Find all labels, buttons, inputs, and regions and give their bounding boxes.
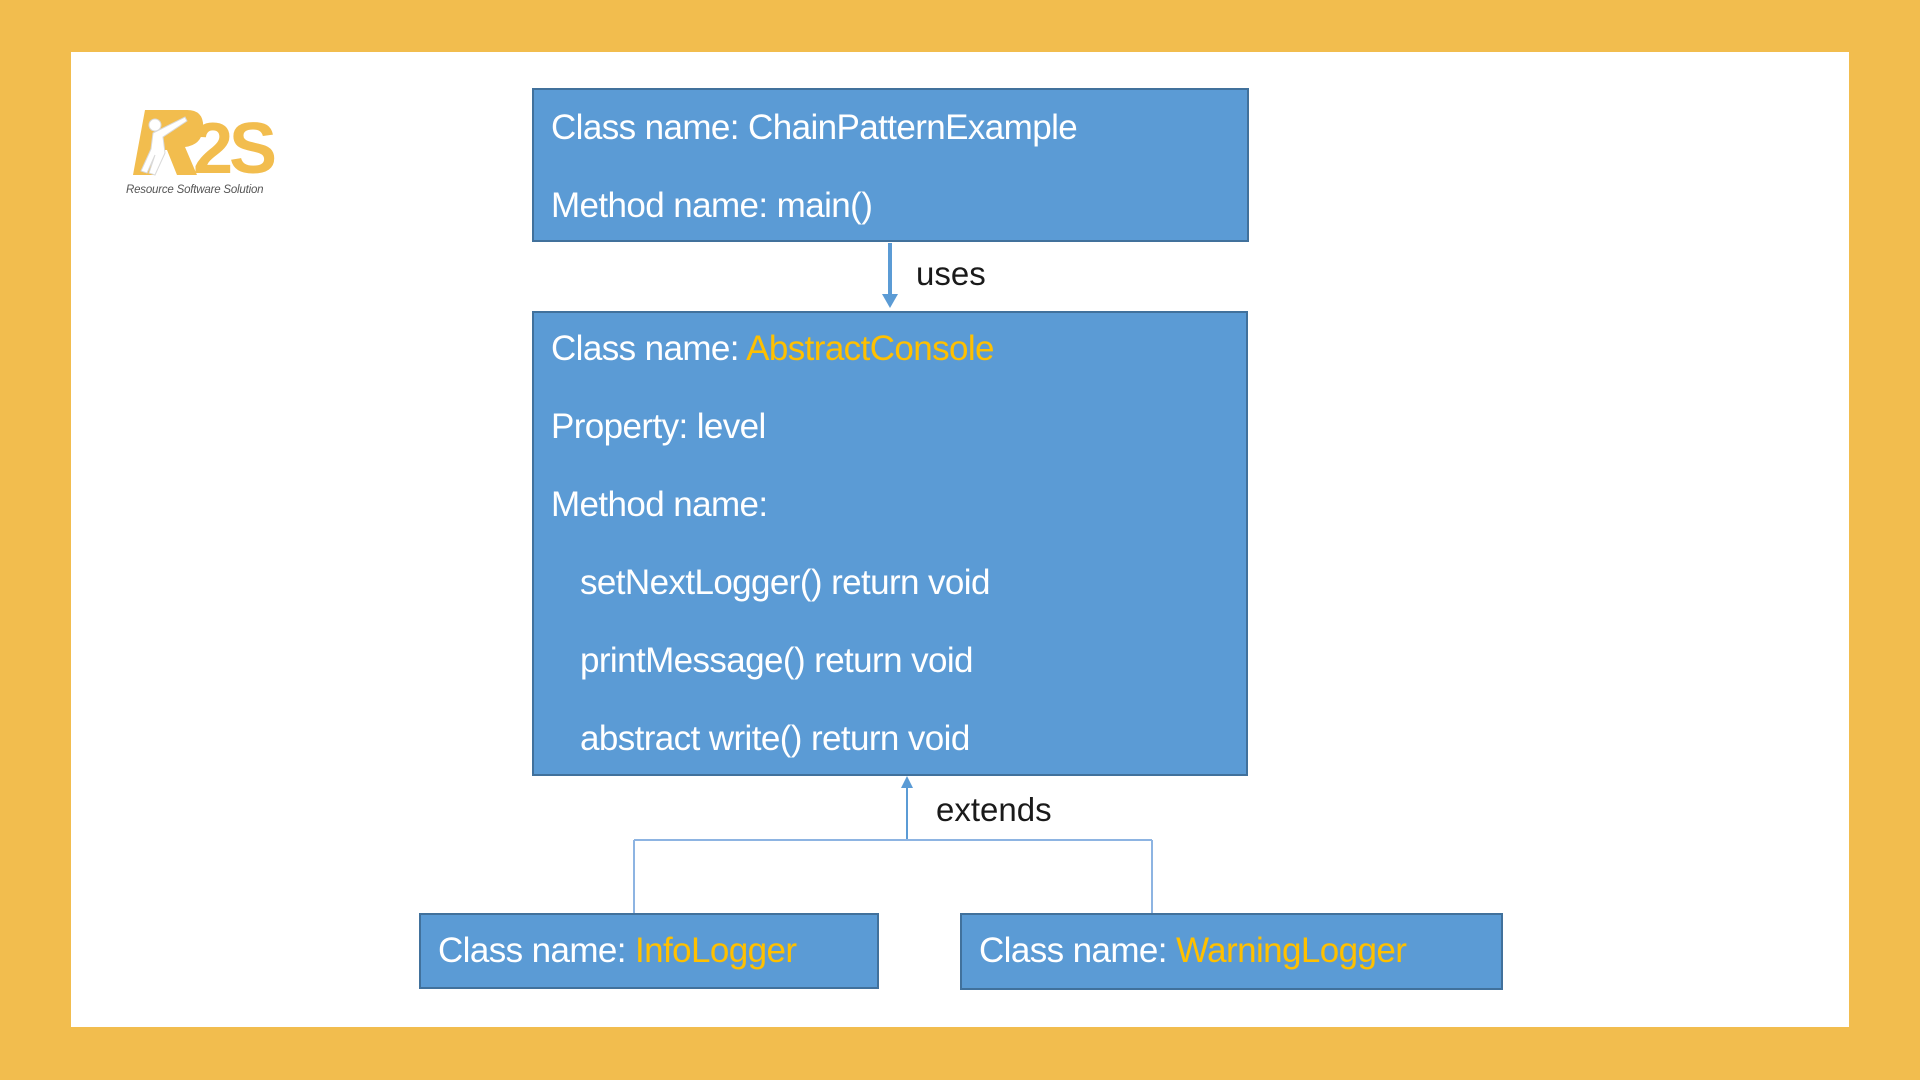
method-name: main() [776,186,873,225]
client-class-line: Class name: ChainPatternExample [551,108,1078,148]
warning-logger-class-line: Class name: WarningLogger [979,931,1407,971]
class-box-warning-logger: Class name: WarningLogger [960,913,1503,990]
class-box-info-logger: Class name: InfoLogger [419,913,879,989]
class-box-abstract-console: Class name: AbstractConsole Property: le… [532,311,1248,776]
method-item: printMessage() return void [580,641,974,680]
method-header: Method name: [551,485,768,524]
logo-tagline: Resource Software Solution [126,184,264,196]
info-logger-class-line: Class name: InfoLogger [438,931,797,971]
svg-text:2S: 2S [193,109,275,189]
abstract-class-line: Class name: AbstractConsole [551,329,995,369]
class-label: Class name: [551,108,749,147]
class-label: Class name: [551,329,747,368]
class-box-chain-pattern-example: Class name: ChainPatternExample Method n… [532,88,1249,242]
r2s-logo-icon: 2S [133,109,275,189]
class-name: InfoLogger [635,931,797,970]
uses-label: uses [916,255,986,292]
method-item: abstract write() return void [580,719,970,758]
class-label: Class name: [438,931,636,970]
method-label: Method name: [551,186,777,225]
property-line: Property: level [551,407,766,446]
class-label: Class name: [979,931,1177,970]
extends-label: extends [936,791,1052,828]
client-method-line: Method name: main() [551,186,873,226]
class-name: WarningLogger [1176,931,1407,970]
class-name: ChainPatternExample [748,108,1078,147]
method-item: setNextLogger() return void [580,563,990,602]
class-name: AbstractConsole [746,329,994,368]
